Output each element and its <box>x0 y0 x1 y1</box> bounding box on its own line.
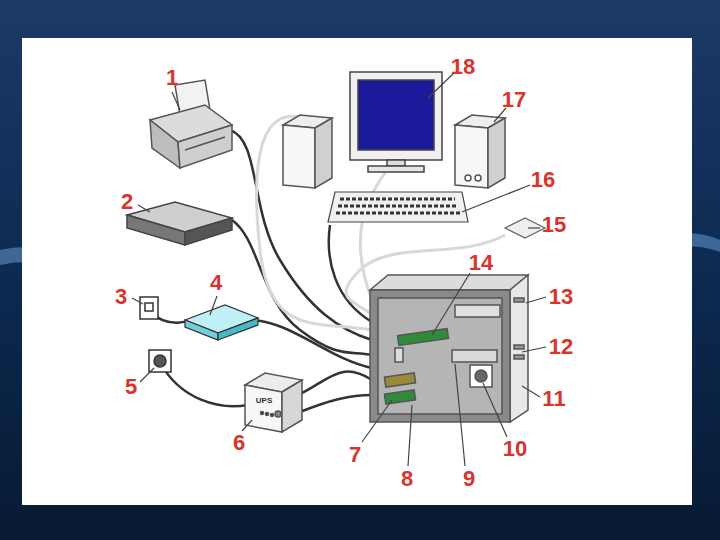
callout-number: 18 <box>451 56 475 78</box>
callout-number: 17 <box>502 89 526 111</box>
callout-number: 5 <box>125 376 137 398</box>
callout-number: 12 <box>549 336 573 358</box>
callout-number: 3 <box>115 286 127 308</box>
callout-number: 11 <box>542 388 565 410</box>
callout-number: 9 <box>463 468 475 490</box>
callout-number: 14 <box>469 252 493 274</box>
callout-number: 13 <box>549 286 573 308</box>
callout-number: 15 <box>542 214 566 236</box>
callout-number: 7 <box>349 444 361 466</box>
callout-number: 16 <box>531 169 555 191</box>
callout-number: 4 <box>210 272 222 294</box>
device-label: UPS <box>256 397 272 405</box>
callout-number: 1 <box>166 67 178 89</box>
callout-number: 6 <box>233 432 245 454</box>
callout-number: 10 <box>503 438 527 460</box>
callout-number: 2 <box>121 191 133 213</box>
callout-number: 8 <box>401 468 413 490</box>
